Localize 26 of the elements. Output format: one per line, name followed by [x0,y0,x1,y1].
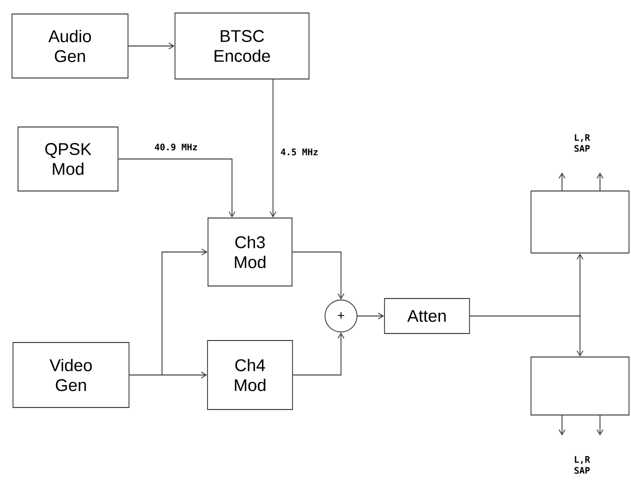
arrow [357,312,384,320]
arrow [558,415,566,436]
process-box: Video Gen [12,342,130,408]
edge-label: 4.5 MHz [280,148,318,156]
arrow [596,172,604,191]
process-box: Atten [384,298,470,334]
process-box: Ch4 Mod [207,340,293,410]
empty-box [530,190,630,254]
arrow [292,332,344,376]
arrow [128,42,175,50]
arrow [129,372,208,378]
process-box: QPSK Mod [18,126,118,192]
arrow [596,415,604,436]
arrow [558,172,566,191]
arrow [270,79,276,218]
process-box: Audio Gen [12,14,128,78]
process-box: Ch3 Mod [208,218,292,286]
arrow [470,316,584,357]
arrow [118,158,236,218]
arrow [292,252,344,300]
empty-box [530,356,630,416]
output-label: L,R SAP [574,134,590,152]
process-box: BTSC Encode [174,12,310,80]
summing-junction: + [324,300,358,332]
edge-label: 40.9 MHz [154,144,197,150]
output-label: L,R SAP [574,456,590,474]
